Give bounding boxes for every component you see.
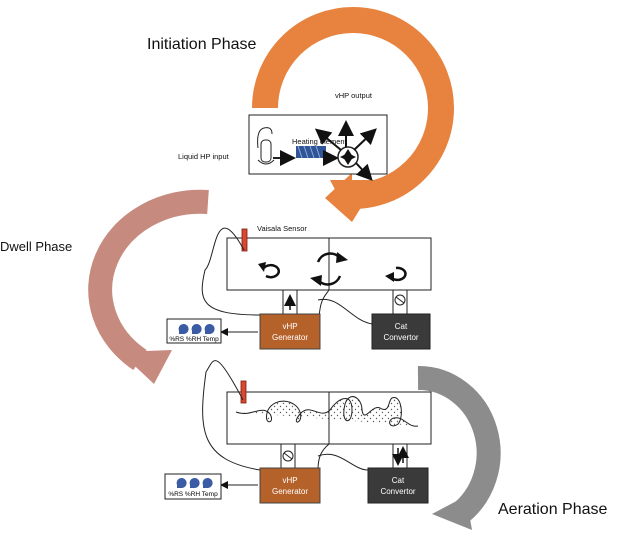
dwell-readout-label: %RS %RH Temp xyxy=(169,336,219,343)
dwell-cat-convertor xyxy=(371,313,431,350)
liquid-bottle-icon xyxy=(257,127,275,165)
heating-element-icon xyxy=(296,145,326,159)
aeration-chamber: vHP Generator Cat Convertor %RS %RH Temp xyxy=(164,360,432,504)
dwell-generator-line2: Generator xyxy=(272,333,308,342)
aeration-convertor-line2: Convertor xyxy=(380,487,415,496)
aeration-gauge-icons xyxy=(176,478,213,488)
dwell-convertor-line1: Cat xyxy=(395,322,408,331)
aeration-generator-line2: Generator xyxy=(272,487,308,496)
aeration-phase-arrow xyxy=(417,365,501,530)
initiation-phase-title: Initiation Phase xyxy=(147,36,257,53)
aeration-convertor-tube xyxy=(392,443,408,469)
aeration-cat-convertor xyxy=(367,467,429,504)
circulation-arrows xyxy=(258,252,407,286)
dwell-vhp-generator xyxy=(259,313,321,350)
vaisala-sensor-label: Vaisala Sensor xyxy=(257,224,307,233)
initiation-phase-arrow xyxy=(252,7,454,222)
heating-element-label: Heating element xyxy=(292,137,348,146)
aeration-sensor-probe xyxy=(240,380,247,404)
vhp-output-arrows xyxy=(314,120,377,181)
aeration-vhp-generator xyxy=(259,467,321,504)
vaisala-sensor-probe xyxy=(241,228,248,252)
distributor-fan-icon xyxy=(337,146,359,168)
aeration-convertor-line1: Cat xyxy=(392,476,405,485)
aeration-generator-line1: vHP xyxy=(282,476,297,485)
aeration-phase-title: Aeration Phase xyxy=(498,501,608,518)
vaporiser-unit: vHP output Liquid HP input Heating eleme… xyxy=(178,91,388,181)
aeration-readout-label: %RS %RH Temp xyxy=(168,491,218,498)
aeration-airflow xyxy=(235,396,419,427)
dwell-convertor-line2: Convertor xyxy=(383,333,418,342)
dwell-phase-title: Dwell Phase xyxy=(0,239,72,254)
dwell-generator-line1: vHP xyxy=(282,322,297,331)
dwell-chamber: Vaisala Sensor vHP Generator Cat xyxy=(166,224,432,350)
dwell-gauge-icons xyxy=(178,324,215,334)
liquid-hp-input-label: Liquid HP input xyxy=(178,152,230,161)
dwell-phase-arrow xyxy=(88,189,209,384)
vhp-output-label: vHP output xyxy=(335,91,373,100)
